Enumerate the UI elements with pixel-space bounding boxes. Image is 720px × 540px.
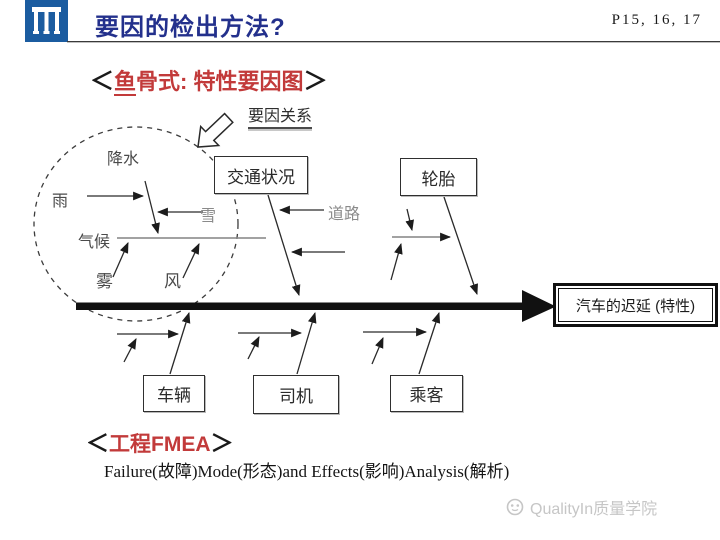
fishbone-word-rest: 骨式: 特性要因图 [136,69,304,94]
page-title: 要因的检出方法? [95,14,286,41]
fog-arrow [112,241,129,278]
bracket-close: ＞ [303,68,328,95]
cause-box-traffic: 交通状况 [214,156,308,194]
company-logo [25,0,68,42]
driver-sub-arrow [247,336,260,360]
effect-box-label: 汽车的迟延 (特性) [558,288,713,322]
traffic-bone [267,194,301,297]
fishbone-spine [76,290,556,322]
section-heading-fishbone: ＜鱼骨式: 特性要因图＞ [90,61,327,96]
label-wind: 风 [164,272,181,291]
watermark: QualityIn质量学院 [505,495,657,519]
passenger-bone [418,311,441,375]
passenger-sub-arrow [371,336,384,365]
effect-box: 汽车的迟延 (特性) [553,283,718,327]
fishbone-word-first: 鱼 [114,69,137,96]
page-reference: P15, 16, 17 [611,12,702,28]
cause-box-driver: 司机 [253,375,339,414]
label-fog: 雾 [96,272,113,291]
fmea-title: 工程FMEA [109,433,211,456]
driver-bone [296,311,317,375]
label-snow: 雪 [200,208,217,225]
wind-arrow [182,243,200,279]
precipitation-arrow [144,180,160,235]
weather-cluster-circle [33,126,239,322]
bracket-open: ＜ [86,430,109,456]
cause-box-vehicle: 车辆 [143,375,205,412]
label-climate: 气候 [78,234,111,251]
pointer-block-arrow [197,112,234,148]
section-heading-fmea: ＜工程FMEA＞ [86,424,234,458]
watermark-text: QualityIn质量学院 [530,501,658,518]
header-divider [67,41,720,43]
gate-icon [32,7,61,34]
label-rain: 雨 [52,193,69,210]
cause-relation-label: 要因关系 [248,102,313,129]
bracket-open: ＜ [90,68,114,95]
tire-sub-arrow-up [390,242,403,281]
cause-box-tire: 轮胎 [400,158,477,196]
cause-box-passenger: 乘客 [390,375,463,412]
vehicle-bone [169,311,191,375]
bracket-close: ＞ [210,430,234,456]
tire-bone [443,196,478,296]
watermark-logo-icon [505,497,525,517]
vehicle-sub-arrow [123,338,137,363]
label-precipitation: 降水 [107,151,140,168]
fmea-definition: Failure(故障)Mode(形态)and Effects(影响)Analys… [104,462,510,481]
label-road: 道路 [328,206,361,223]
tire-sub-arrow-down [405,208,414,232]
